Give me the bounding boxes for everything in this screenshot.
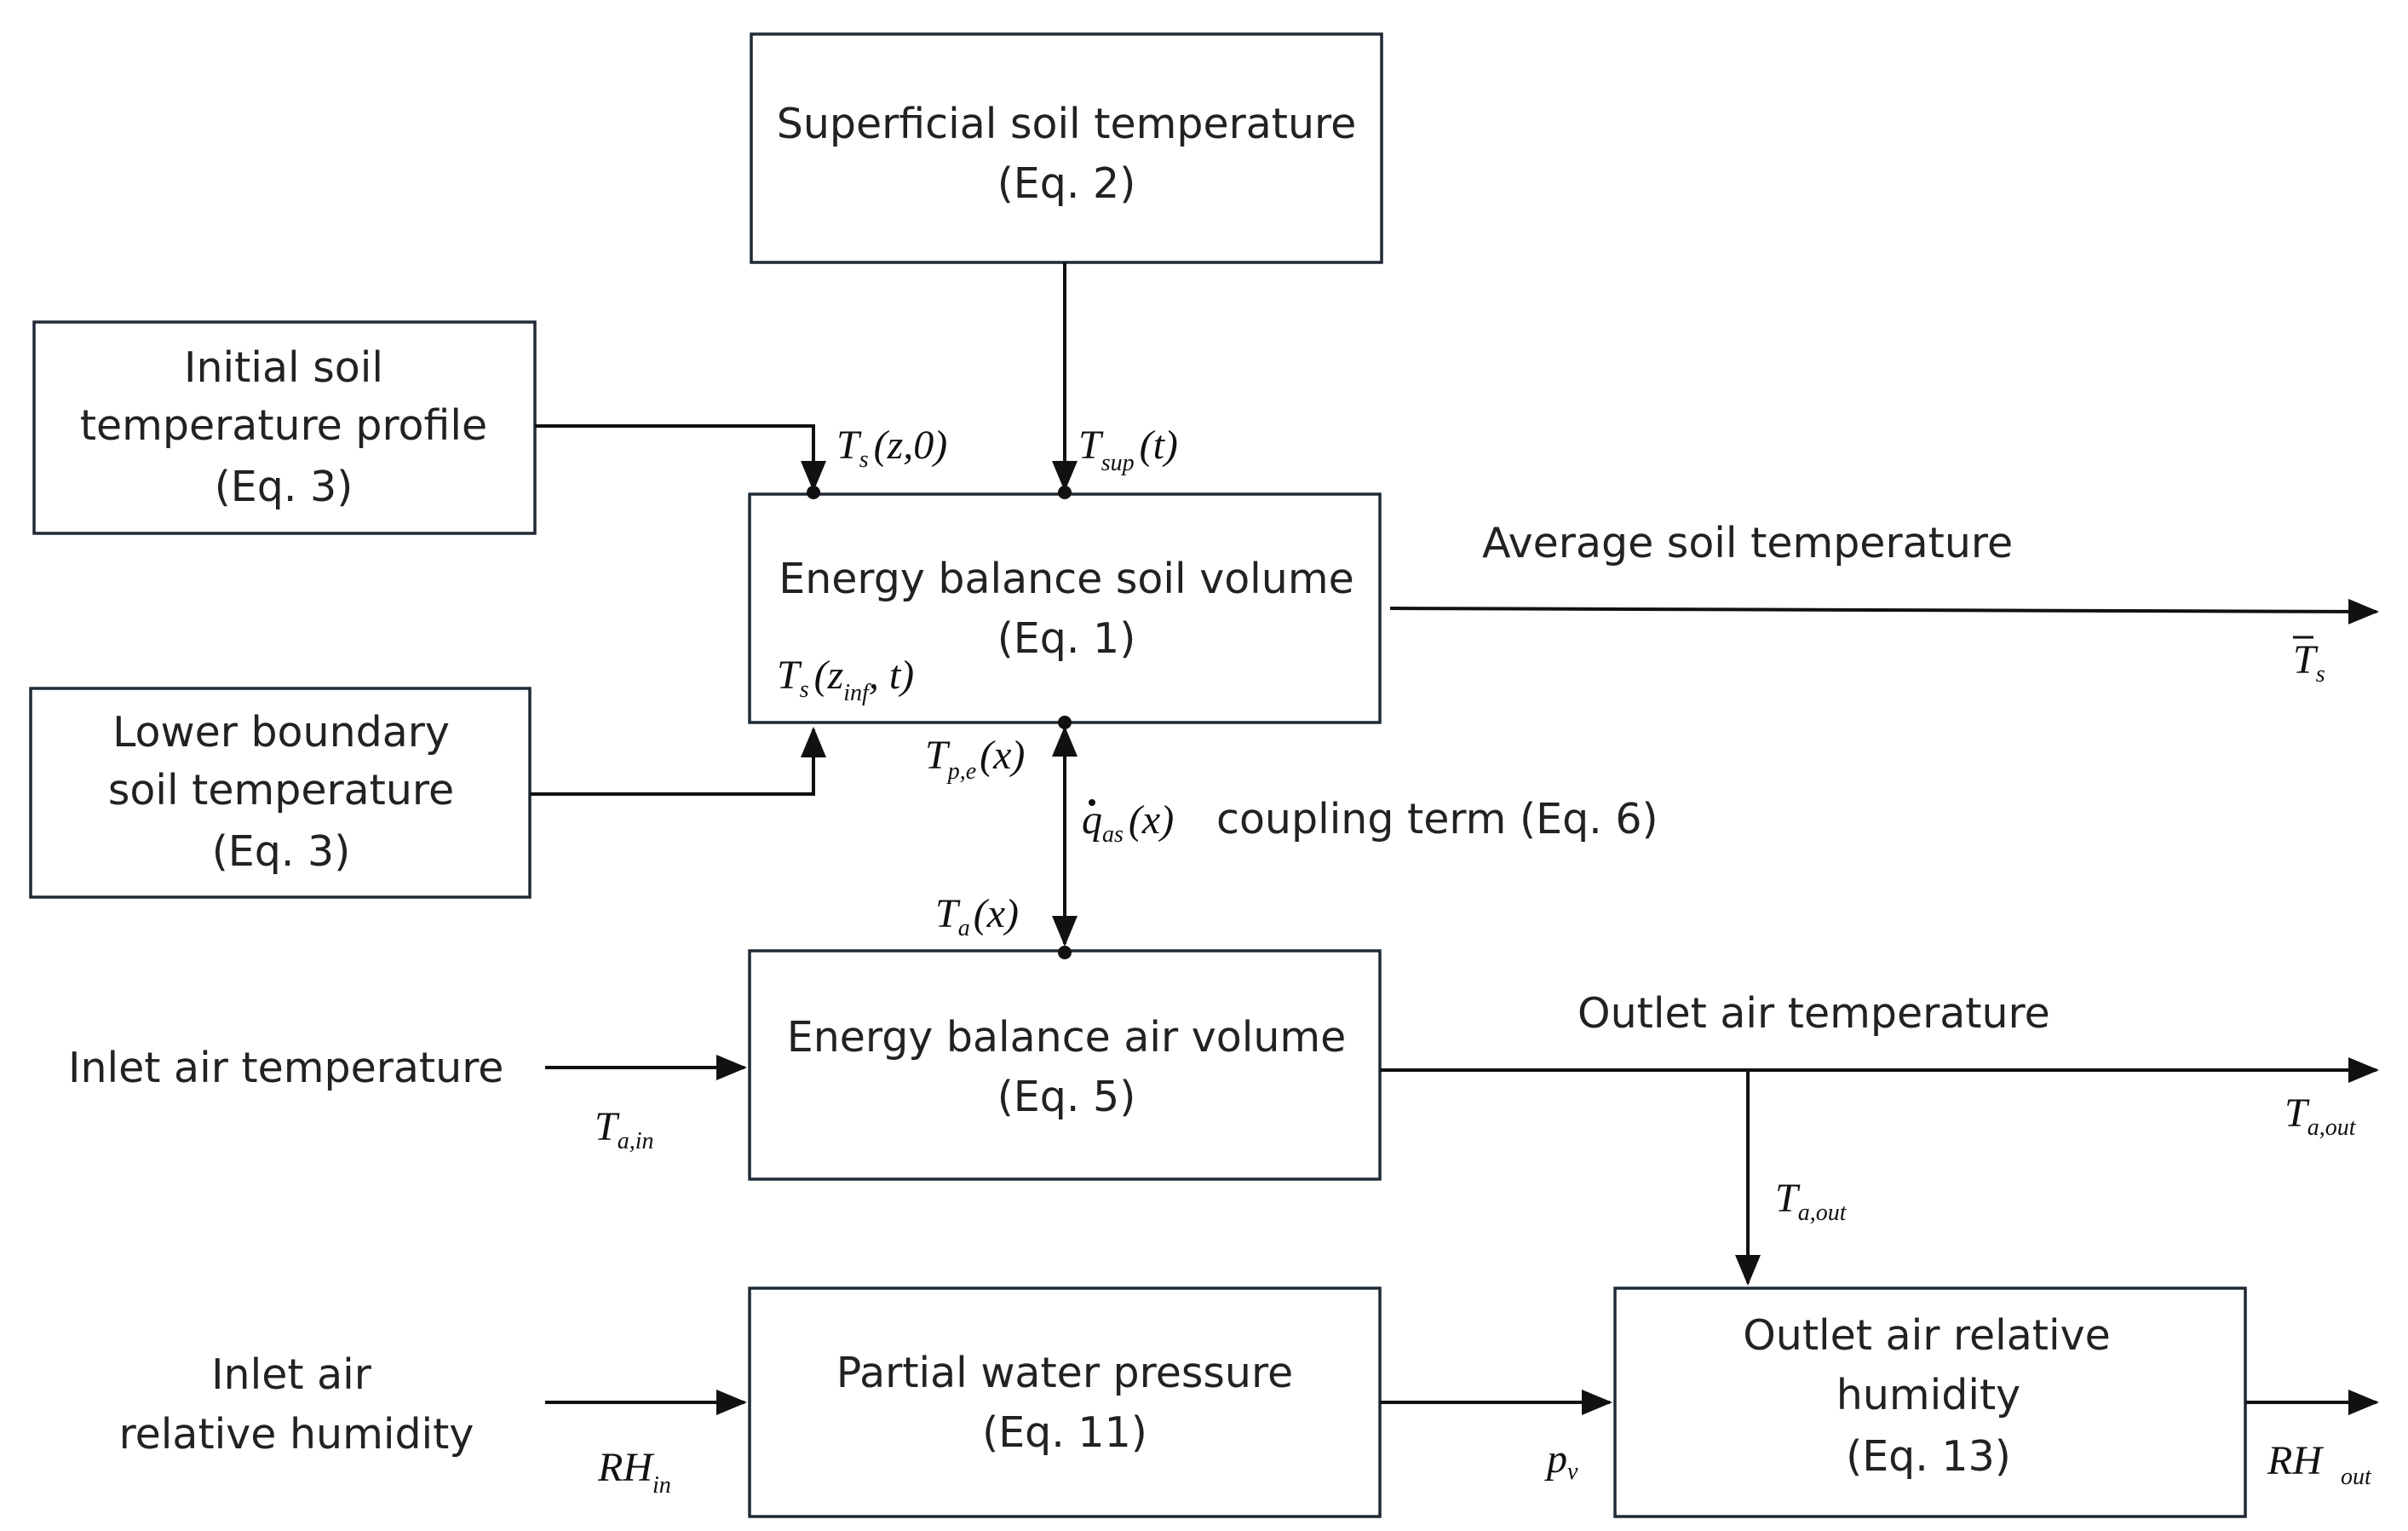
box-outlet-rh-line2: humidity <box>1836 1371 2020 1419</box>
box-initial-line3: (Eq. 3) <box>215 463 353 511</box>
box-outlet-air-relative-humidity: Outlet air relative humidity (Eq. 13) <box>1613 1286 2247 1518</box>
arrow-initial-to-soil <box>535 424 826 492</box>
box-outlet-rh-line1: Outlet air relative <box>1743 1311 2111 1360</box>
box-air-balance-line1: Energy balance air volume <box>787 1013 1347 1062</box>
label-inlet-rh-line1: Inlet air <box>211 1350 372 1399</box>
label-coupling-term: coupling term (Eq. 6) <box>1216 795 1658 843</box>
var-ta-in: Ta,in <box>595 1104 653 1154</box>
dot-tsup <box>1058 486 1072 499</box>
svg-text:Ts: Ts <box>2293 637 2325 688</box>
box-outlet-rh-line3: (Eq. 13) <box>1846 1432 2011 1481</box>
box-partial-water-pressure: Partial water pressure (Eq. 11) <box>748 1286 1382 1518</box>
var-pv: pv <box>1544 1436 1578 1485</box>
label-average-soil-temperature: Average soil temperature <box>1482 519 2013 567</box>
var-tpe: Tp,e(x) <box>925 733 1025 785</box>
label-inlet-rh-line2: relative humidity <box>119 1410 474 1459</box>
box-initial-line1: Initial soil <box>184 343 383 392</box>
arrow-lower-to-soil <box>530 727 826 796</box>
box-lower-boundary-soil-temperature: Lower boundary soil temperature (Eq. 3) <box>29 687 532 899</box>
box-lower-line1: Lower boundary <box>112 708 450 757</box>
label-outlet-air-temperature: Outlet air temperature <box>1578 989 2050 1038</box>
box-partial-line2: (Eq. 11) <box>982 1408 1147 1457</box>
var-ta-out-down: Ta,out <box>1775 1176 1848 1226</box>
box-energy-balance-air-volume: Energy balance air volume (Eq. 5) <box>748 949 1382 1181</box>
box-superficial-line2: (Eq. 2) <box>997 159 1136 208</box>
dot-ts-z0 <box>807 486 820 499</box>
box-soil-balance-line1: Energy balance soil volume <box>779 555 1353 603</box>
var-ta-out-right: Ta,out <box>2284 1091 2357 1141</box>
var-ta-x: Ta(x) <box>935 891 1019 941</box>
dot-ta-x <box>1058 946 1072 959</box>
box-partial-line1: Partial water pressure <box>836 1349 1293 1397</box>
arrow-average-soil-output <box>1389 598 2379 624</box>
box-lower-line2: soil temperature <box>108 766 454 814</box>
box-superficial-line1: Superficial soil temperature <box>777 100 1357 148</box>
var-ts-bar: Ts <box>2293 636 2325 688</box>
box-soil-balance-line2: (Eq. 1) <box>997 614 1136 663</box>
var-qas: qas(x) <box>1082 797 1174 848</box>
box-lower-line3: (Eq. 3) <box>212 827 351 876</box>
var-ts-zinf: Ts(zinf, t) <box>777 653 914 706</box>
box-air-balance-line2: (Eq. 5) <box>997 1073 1136 1121</box>
svg-text:qas(x): qas(x) <box>1082 797 1174 848</box>
label-inlet-air-temperature: Inlet air temperature <box>68 1044 503 1092</box>
box-initial-soil-temperature-profile: Initial soil temperature profile (Eq. 3) <box>32 320 537 535</box>
var-tsup: Tsup(t) <box>1078 423 1178 476</box>
dot-tpe <box>1058 716 1072 729</box>
var-ts-z0: Ts(z,0) <box>836 423 947 473</box>
box-superficial-soil-temperature: Superficial soil temperature (Eq. 2) <box>750 32 1383 264</box>
var-rh-in: RHin <box>597 1445 671 1499</box>
box-initial-line2: temperature profile <box>80 401 487 450</box>
